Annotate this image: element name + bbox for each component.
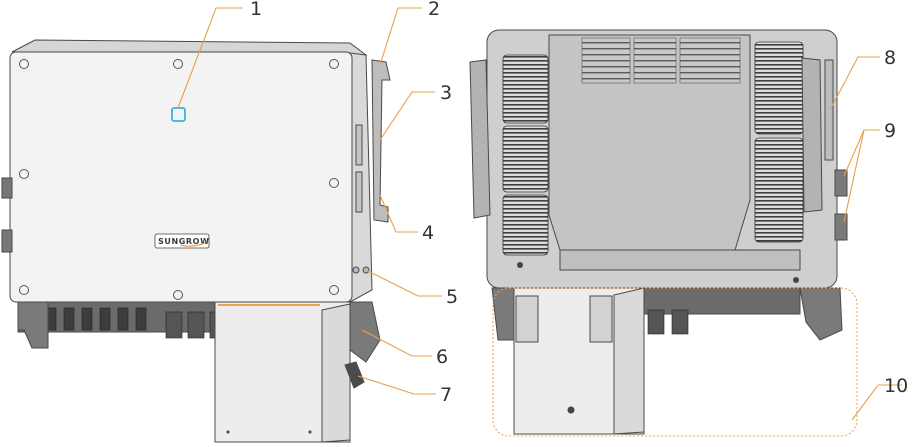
side-slot-lower <box>355 171 363 213</box>
logo-text: SUNGROW <box>158 237 210 246</box>
leader-line-9b <box>843 129 865 223</box>
callout-3: 3 <box>440 82 452 104</box>
callout-6: 6 <box>436 346 448 368</box>
fan-module-left-top <box>502 54 549 124</box>
wiring-box-side <box>321 303 351 443</box>
leader-line-2 <box>379 7 422 66</box>
back-view <box>469 29 858 437</box>
back-wiring-bracket-b <box>589 295 613 343</box>
fan-module-right-top <box>754 41 804 135</box>
bottom-section-outline <box>492 287 858 437</box>
fan-module-right-bottom <box>754 137 804 243</box>
left-handle-lower <box>1 229 13 253</box>
front-screws <box>19 59 339 300</box>
vent-grille-a <box>581 37 631 84</box>
callout-4: 4 <box>422 222 434 244</box>
callout-8: 8 <box>884 47 896 69</box>
left-handle-upper <box>1 177 13 199</box>
back-connector-panel <box>639 287 801 315</box>
back-wiring-bracket-a <box>515 295 539 343</box>
back-wiring-box-side <box>613 287 645 435</box>
callout-9: 9 <box>884 120 896 142</box>
callout-5: 5 <box>446 286 458 308</box>
back-screw-right <box>793 277 799 283</box>
vent-grille-b <box>633 37 677 84</box>
back-right-bracket <box>801 57 823 213</box>
callout-2: 2 <box>428 0 440 20</box>
leader-line-7 <box>357 375 436 395</box>
back-left-bracket <box>469 59 491 219</box>
back-right-foot <box>799 287 843 341</box>
leader-line-4 <box>379 194 418 233</box>
back-label-area <box>824 59 834 161</box>
grounding-hook <box>344 361 365 389</box>
callout-1: 1 <box>250 0 262 20</box>
front-view: SUNGROW <box>1 39 391 443</box>
leader-line-10 <box>851 384 902 421</box>
wiring-box-screw-a <box>226 430 230 434</box>
side-slot-upper <box>355 124 363 166</box>
wiring-box-screw-b <box>308 430 312 434</box>
back-screw-left <box>517 262 523 268</box>
leader-line-6 <box>361 329 432 357</box>
left-foot <box>17 301 49 349</box>
leader-line-8 <box>829 56 880 111</box>
fan-module-left-bottom <box>502 194 549 256</box>
leader-line-3 <box>379 91 435 141</box>
back-bottom-strip <box>559 249 801 271</box>
front-body <box>9 51 353 303</box>
leader-line-5 <box>365 269 442 297</box>
callout-7: 7 <box>440 384 452 406</box>
brand-logo: SUNGROW <box>154 233 210 249</box>
callouts: 1 2 3 4 5 6 7 8 9 10 <box>177 0 908 421</box>
callout-10: 10 <box>884 375 908 397</box>
back-cable-glands <box>647 309 689 335</box>
mounting-bracket <box>371 59 391 223</box>
leader-line-1 <box>177 7 243 109</box>
vent-grille-c <box>679 37 741 84</box>
fan-module-left-mid <box>502 125 549 193</box>
back-wiring-box-hole <box>567 406 575 414</box>
dc-switch-knob-a <box>352 266 360 274</box>
back-handle-upper <box>834 169 848 197</box>
